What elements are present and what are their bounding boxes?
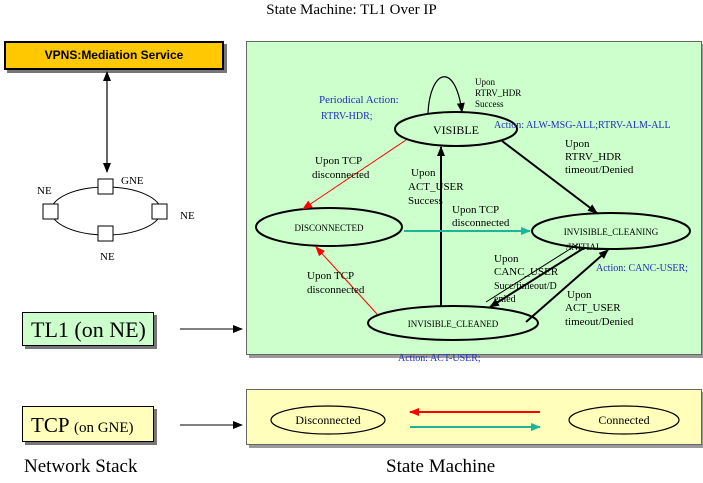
- state-invisible-cleaning-initial: /INITIAL: [566, 242, 602, 252]
- network-topology: GNE NE NE NE: [37, 71, 195, 263]
- tcp-layer-suffix: (on GNE): [73, 420, 134, 436]
- cleaning-to-cleaned-label-4: enied: [494, 294, 516, 305]
- state-visible: [394, 111, 518, 147]
- tcp-layer-box: TCP (on GNE): [22, 406, 154, 442]
- state-disconnected-label: DISCONNECTED: [295, 223, 364, 233]
- gne-label: GNE: [121, 175, 144, 187]
- transition-visible-to-cleaning: [501, 140, 598, 214]
- cleaning-action-label: Action: CANC-USER;: [596, 263, 688, 274]
- tcp-state-connected-label: Connected: [598, 413, 649, 427]
- visible-to-disc-label-1: Upon TCP: [315, 155, 362, 167]
- ne-node-left: [42, 203, 59, 220]
- cleaned-action-label: Action: ACT-USER;: [398, 353, 481, 364]
- tcp-state-disconnected: [270, 405, 386, 435]
- cleaned-to-disc-label-2: disconnected: [307, 284, 365, 296]
- cleaned-to-visible-label-1: Upon: [411, 167, 436, 179]
- visible-to-cleaning-label-3: timeout/Denied: [565, 164, 634, 176]
- cleaned-to-disc-label-1: Upon TCP: [307, 270, 354, 282]
- cleaning-to-cleaned-label-1: Upon: [494, 253, 519, 265]
- transition-cleaned-to-disconnected: [315, 246, 378, 315]
- self-loop-label-1: Upon: [475, 77, 495, 87]
- state-machine-panel: [246, 41, 702, 355]
- state-invisible-cleaned-label: INVISIBLE_CLEANED: [408, 319, 499, 329]
- tl1-layer-box: TL1 (on NE): [22, 312, 154, 346]
- visible-to-cleaning-label-2: RTRV_HDR: [565, 151, 622, 163]
- tcp-layer-label: TCP: [31, 413, 69, 437]
- visible-to-disc-label-2: disconnected: [312, 169, 370, 181]
- mediation-service-box: VPNS:Mediation Service: [4, 41, 224, 70]
- ne-node-right: [151, 203, 168, 220]
- ne-node-bottom: [97, 225, 114, 242]
- cleaned-to-cleaning-label-2: ACT_USER: [565, 302, 621, 314]
- state-disconnected: [255, 207, 403, 247]
- transition-cleaning-to-cleaned-secondary: [485, 243, 579, 303]
- cleaning-to-cleaned-label-2: CANC_USER: [494, 266, 559, 278]
- cleaning-to-cleaned-label-3: Succ/timeout/D: [494, 281, 557, 292]
- disc-to-cleaning-label-2: disconnected: [452, 217, 510, 229]
- cleaned-to-visible-label-3: Success: [408, 195, 443, 207]
- transition-visible-self-loop: [427, 76, 465, 114]
- visible-to-cleaning-label-1: Upon: [565, 138, 590, 150]
- self-loop-label-2: RTRV_HDR: [475, 88, 521, 98]
- state-invisible-cleaned: [367, 305, 539, 341]
- transition-visible-to-disconnected: [302, 139, 407, 210]
- self-loop-label-3: Success: [475, 99, 504, 109]
- cleaned-to-cleaning-label-3: timeout/Denied: [565, 316, 634, 328]
- periodical-action-cmd: RTRV-HDR;: [321, 111, 373, 122]
- network-stack-label: Network Stack: [24, 456, 138, 477]
- state-machine-label: State Machine: [386, 456, 496, 477]
- cleaned-to-cleaning-label-1: Upon: [567, 289, 592, 301]
- state-visible-label: VISIBLE: [433, 123, 479, 137]
- ne-left-label: NE: [37, 185, 52, 197]
- state-invisible-cleaning-label: INVISIBLE_CLEANING: [564, 227, 659, 237]
- periodical-action-title: Periodical Action:: [319, 94, 399, 106]
- state-invisible-cleaning: [531, 212, 691, 250]
- gne-node: [97, 178, 114, 195]
- transition-cleaned-to-cleaning: [525, 249, 609, 323]
- tcp-state-connected: [568, 405, 680, 435]
- disc-to-cleaning-label-1: Upon TCP: [452, 204, 499, 216]
- page-title: State Machine: TL1 Over IP: [266, 2, 437, 18]
- cleaned-to-visible-label-2: ACT_USER: [408, 181, 464, 193]
- ne-right-label: NE: [180, 210, 195, 222]
- transition-cleaning-to-cleaned: [489, 247, 585, 308]
- visible-action-label: Action: ALW-MSG-ALL;RTRV-ALM-ALL: [494, 120, 671, 131]
- ne-bottom-label: NE: [100, 251, 115, 263]
- tcp-state-disconnected-label: Disconnected: [295, 413, 360, 427]
